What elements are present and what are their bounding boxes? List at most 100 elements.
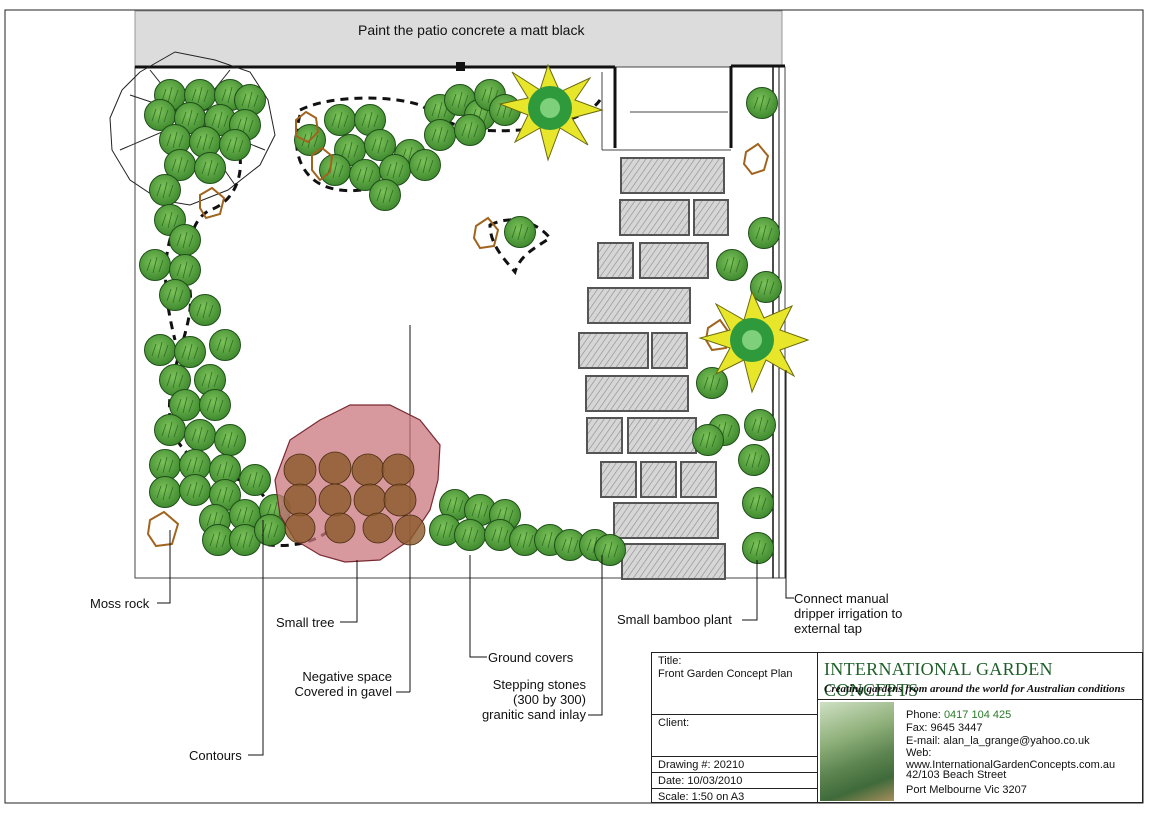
shrub-texture (161, 86, 179, 104)
shrub-texture (236, 531, 254, 549)
shrub-texture (216, 486, 234, 504)
shrub-texture (146, 256, 164, 274)
shrub-texture (209, 531, 227, 549)
shrub-texture (461, 121, 479, 139)
bamboo-label: Small bamboo plant (617, 612, 732, 627)
stepping-stones-line-1: Stepping stones (492, 677, 586, 692)
shrub-texture (171, 156, 189, 174)
shrub-texture (156, 483, 174, 501)
stepping-stones-line-2: (300 by 300) (513, 692, 586, 707)
shrub-texture (749, 539, 767, 557)
contours-label: Contours (189, 748, 242, 763)
shrub-texture (703, 374, 721, 392)
company-divider (818, 699, 1143, 700)
shrub-texture (181, 343, 199, 361)
shrub-texture (241, 91, 259, 109)
shrub-texture (749, 494, 767, 512)
shrub-texture (191, 426, 209, 444)
shrub-texture (206, 396, 224, 414)
shrub-texture (601, 541, 619, 559)
stepping-stones-label: Stepping stones (300 by 300) granitic sa… (470, 677, 586, 722)
patio (134, 10, 783, 68)
irrigation-line-1: Connect manual (794, 591, 889, 606)
shrub-texture (751, 416, 769, 434)
patio-label: Paint the patio concrete a matt black (358, 22, 585, 38)
page-border (4, 9, 1144, 804)
title-label: Title: (658, 655, 682, 667)
shrub-texture (211, 111, 229, 129)
shrub-texture (166, 286, 184, 304)
negative-space-line-1: Negative space (302, 669, 392, 684)
company-name: INTERNATIONAL GARDEN CONCEPTS (824, 659, 1053, 700)
drawing-number: Drawing #: 20210 (652, 757, 817, 773)
shrub-texture (471, 501, 489, 519)
title-block-fields: Title: Front Garden Concept Plan Client:… (652, 653, 818, 803)
shrub-texture (176, 396, 194, 414)
phone-label: Phone: (906, 709, 941, 721)
shrub-texture (361, 111, 379, 129)
shrub-texture (166, 371, 184, 389)
company-panel: INTERNATIONAL GARDEN CONCEPTS Creating g… (818, 653, 1143, 802)
negative-space-label: Negative space Covered in gavel (288, 669, 392, 699)
shrub-texture (196, 133, 214, 151)
shrub-texture (386, 161, 404, 179)
shrub-texture (221, 431, 239, 449)
title-value: Front Garden Concept Plan (658, 668, 793, 680)
shrub-texture (161, 421, 179, 439)
shrub-texture (745, 451, 763, 469)
shrub-texture (151, 106, 169, 124)
stepping-stones-line-3: granitic sand inlay (481, 707, 586, 722)
leader-lines (157, 370, 794, 756)
garden-photo (820, 702, 894, 801)
shrub-texture (226, 136, 244, 154)
shrub-texture (416, 156, 434, 174)
shrub-texture (186, 456, 204, 474)
shrub-texture (446, 496, 464, 514)
shrub-texture (451, 91, 469, 109)
shrub-texture (516, 531, 534, 549)
shrub-texture (561, 536, 579, 554)
shrub-texture (246, 471, 264, 489)
irrigation-line-2: dripper irrigation to (794, 606, 903, 621)
moss-rock-label: Moss rock (90, 596, 150, 611)
shrub-texture (236, 506, 254, 524)
shrub-texture (341, 141, 359, 159)
shrub-texture (755, 224, 773, 242)
small-tree (274, 404, 441, 563)
shrub-texture (236, 116, 254, 134)
drawing-date: Date: 10/03/2010 (652, 773, 817, 789)
shrub-texture (156, 181, 174, 199)
bamboo-plant-right (698, 290, 810, 394)
wall-marker (456, 62, 465, 71)
irrigation-line-3: external tap (794, 621, 862, 636)
shrub-texture (371, 136, 389, 154)
web-line: Web: www.InternationalGardenConcepts.com… (906, 747, 1116, 771)
shrub-texture (216, 461, 234, 479)
company-tagline: Creating gardens from around the world f… (824, 683, 1125, 695)
shrub-texture (511, 223, 529, 241)
shrub-texture (723, 256, 741, 274)
shrub-texture (757, 278, 775, 296)
client-cell: Client: (652, 715, 817, 757)
title-block: Title: Front Garden Concept Plan Client:… (651, 652, 1143, 803)
shrub-texture (753, 94, 771, 112)
shrub-texture (491, 526, 509, 544)
small-tree-label: Small tree (276, 615, 335, 630)
shrub-texture (201, 159, 219, 177)
negative-space-line-2: Covered in gavel (294, 684, 392, 699)
title-cell: Title: Front Garden Concept Plan (652, 653, 817, 715)
shrub-texture (356, 166, 374, 184)
client-label: Client: (658, 717, 690, 729)
drawing-scale: Scale: 1:50 on A3 (658, 791, 745, 803)
shrub-texture (161, 211, 179, 229)
fax-line: Fax: 9645 3447 (906, 722, 983, 734)
shrub-texture (151, 341, 169, 359)
shrub-texture (181, 109, 199, 127)
email-line: E-mail: alan_la_grange@yahoo.co.uk (906, 735, 1090, 747)
irrigation-label: Connect manual dripper irrigation to ext… (794, 591, 902, 636)
shrub-texture (191, 86, 209, 104)
shrub-texture (376, 186, 394, 204)
shrub-texture (461, 526, 479, 544)
shrub-texture (186, 481, 204, 499)
